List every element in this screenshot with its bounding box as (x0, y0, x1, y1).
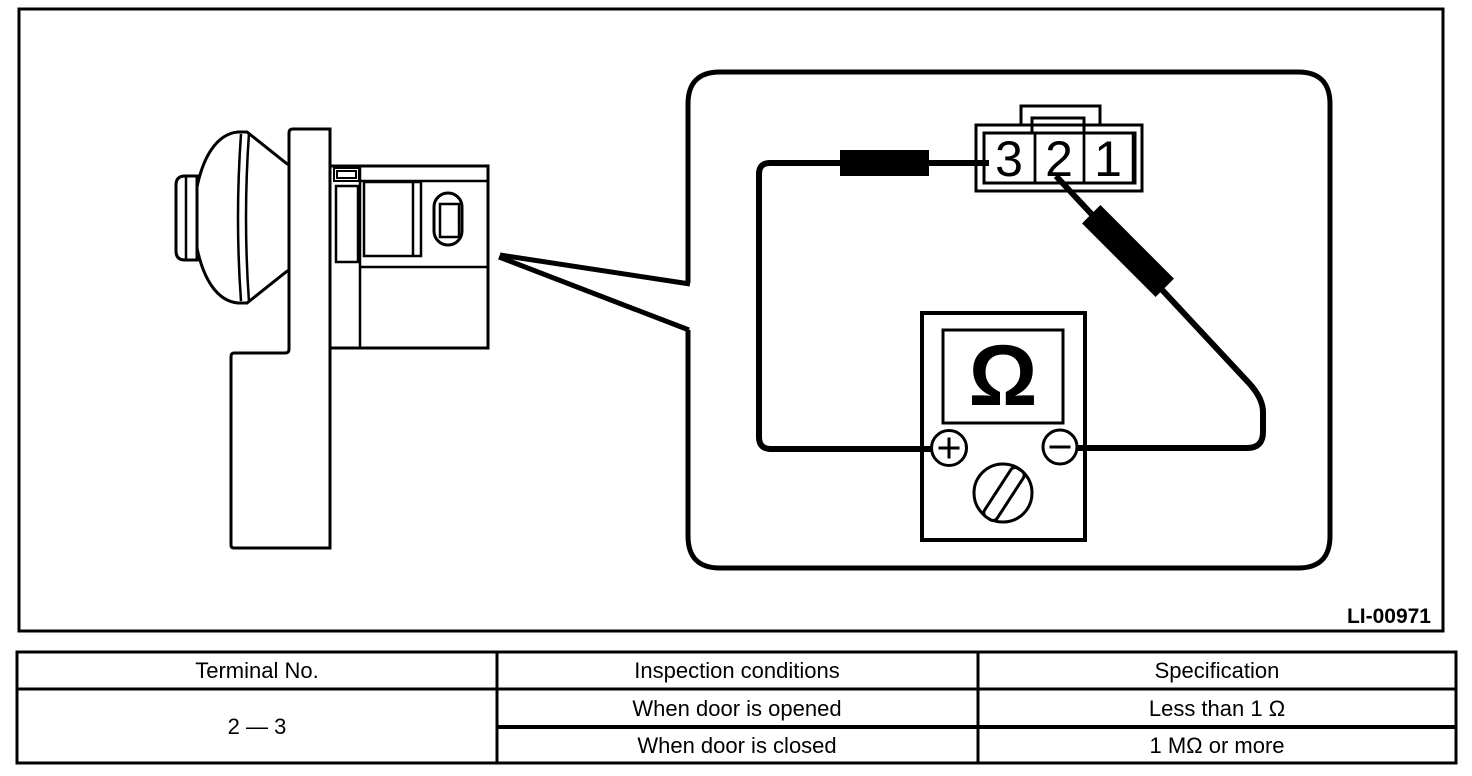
col-header-terminal-no: Terminal No. (195, 658, 318, 683)
connector-housing-outer (974, 123, 1144, 193)
terminal-cell-1 (1082, 131, 1135, 185)
figure-border (17, 7, 1445, 633)
cell-spec-row2: 1 MΩ or more (1149, 733, 1284, 758)
boot-fold-line-2 (244, 132, 251, 303)
cell-condition-row1: When door is opened (632, 696, 841, 721)
ohmmeter-dial-knob (982, 466, 1026, 522)
cell-spec-row1: Less than 1 Ω (1149, 696, 1285, 721)
switch-cavity (362, 180, 423, 258)
col-header-specification: Specification (1155, 658, 1280, 683)
ohmmeter-controls (930, 428, 1079, 524)
test-lead-wire-terminal2 (1053, 173, 1266, 451)
terminal-1-label: 1 (1094, 131, 1122, 187)
ohmmeter-display (941, 328, 1065, 425)
callout-bubble (685, 69, 1333, 571)
switch-latch-window (438, 202, 461, 239)
boot-fold-line-1 (236, 133, 243, 302)
callout-pointer-line-lower (498, 254, 690, 333)
door-switch-illustration (174, 127, 490, 550)
cell-condition-row2: When door is closed (637, 733, 836, 758)
test-probe-terminal2 (1082, 205, 1174, 297)
terminal-3-label: 3 (995, 131, 1023, 187)
switch-bracket (229, 127, 332, 550)
connector-lock-tab-outer (1019, 104, 1102, 125)
switch-side-slot (334, 184, 360, 264)
callout-pointer-line-upper (499, 252, 691, 287)
ohm-symbol: Ω (969, 328, 1038, 424)
switch-clip-inner (336, 170, 357, 179)
spec-table-border (15, 650, 1458, 765)
test-lead-wire-terminal3 (756, 160, 989, 452)
col-header-inspection-conditions: Inspection conditions (634, 658, 839, 683)
cell-terminal-no: 2 — 3 (228, 714, 287, 739)
test-probe-terminal3 (840, 150, 929, 176)
figure-code-label: LI-00971 (1347, 605, 1431, 628)
spec-table: Terminal No. Inspection conditions Speci… (15, 650, 1458, 765)
test-leads (756, 150, 1266, 452)
switch-boot (195, 130, 291, 305)
